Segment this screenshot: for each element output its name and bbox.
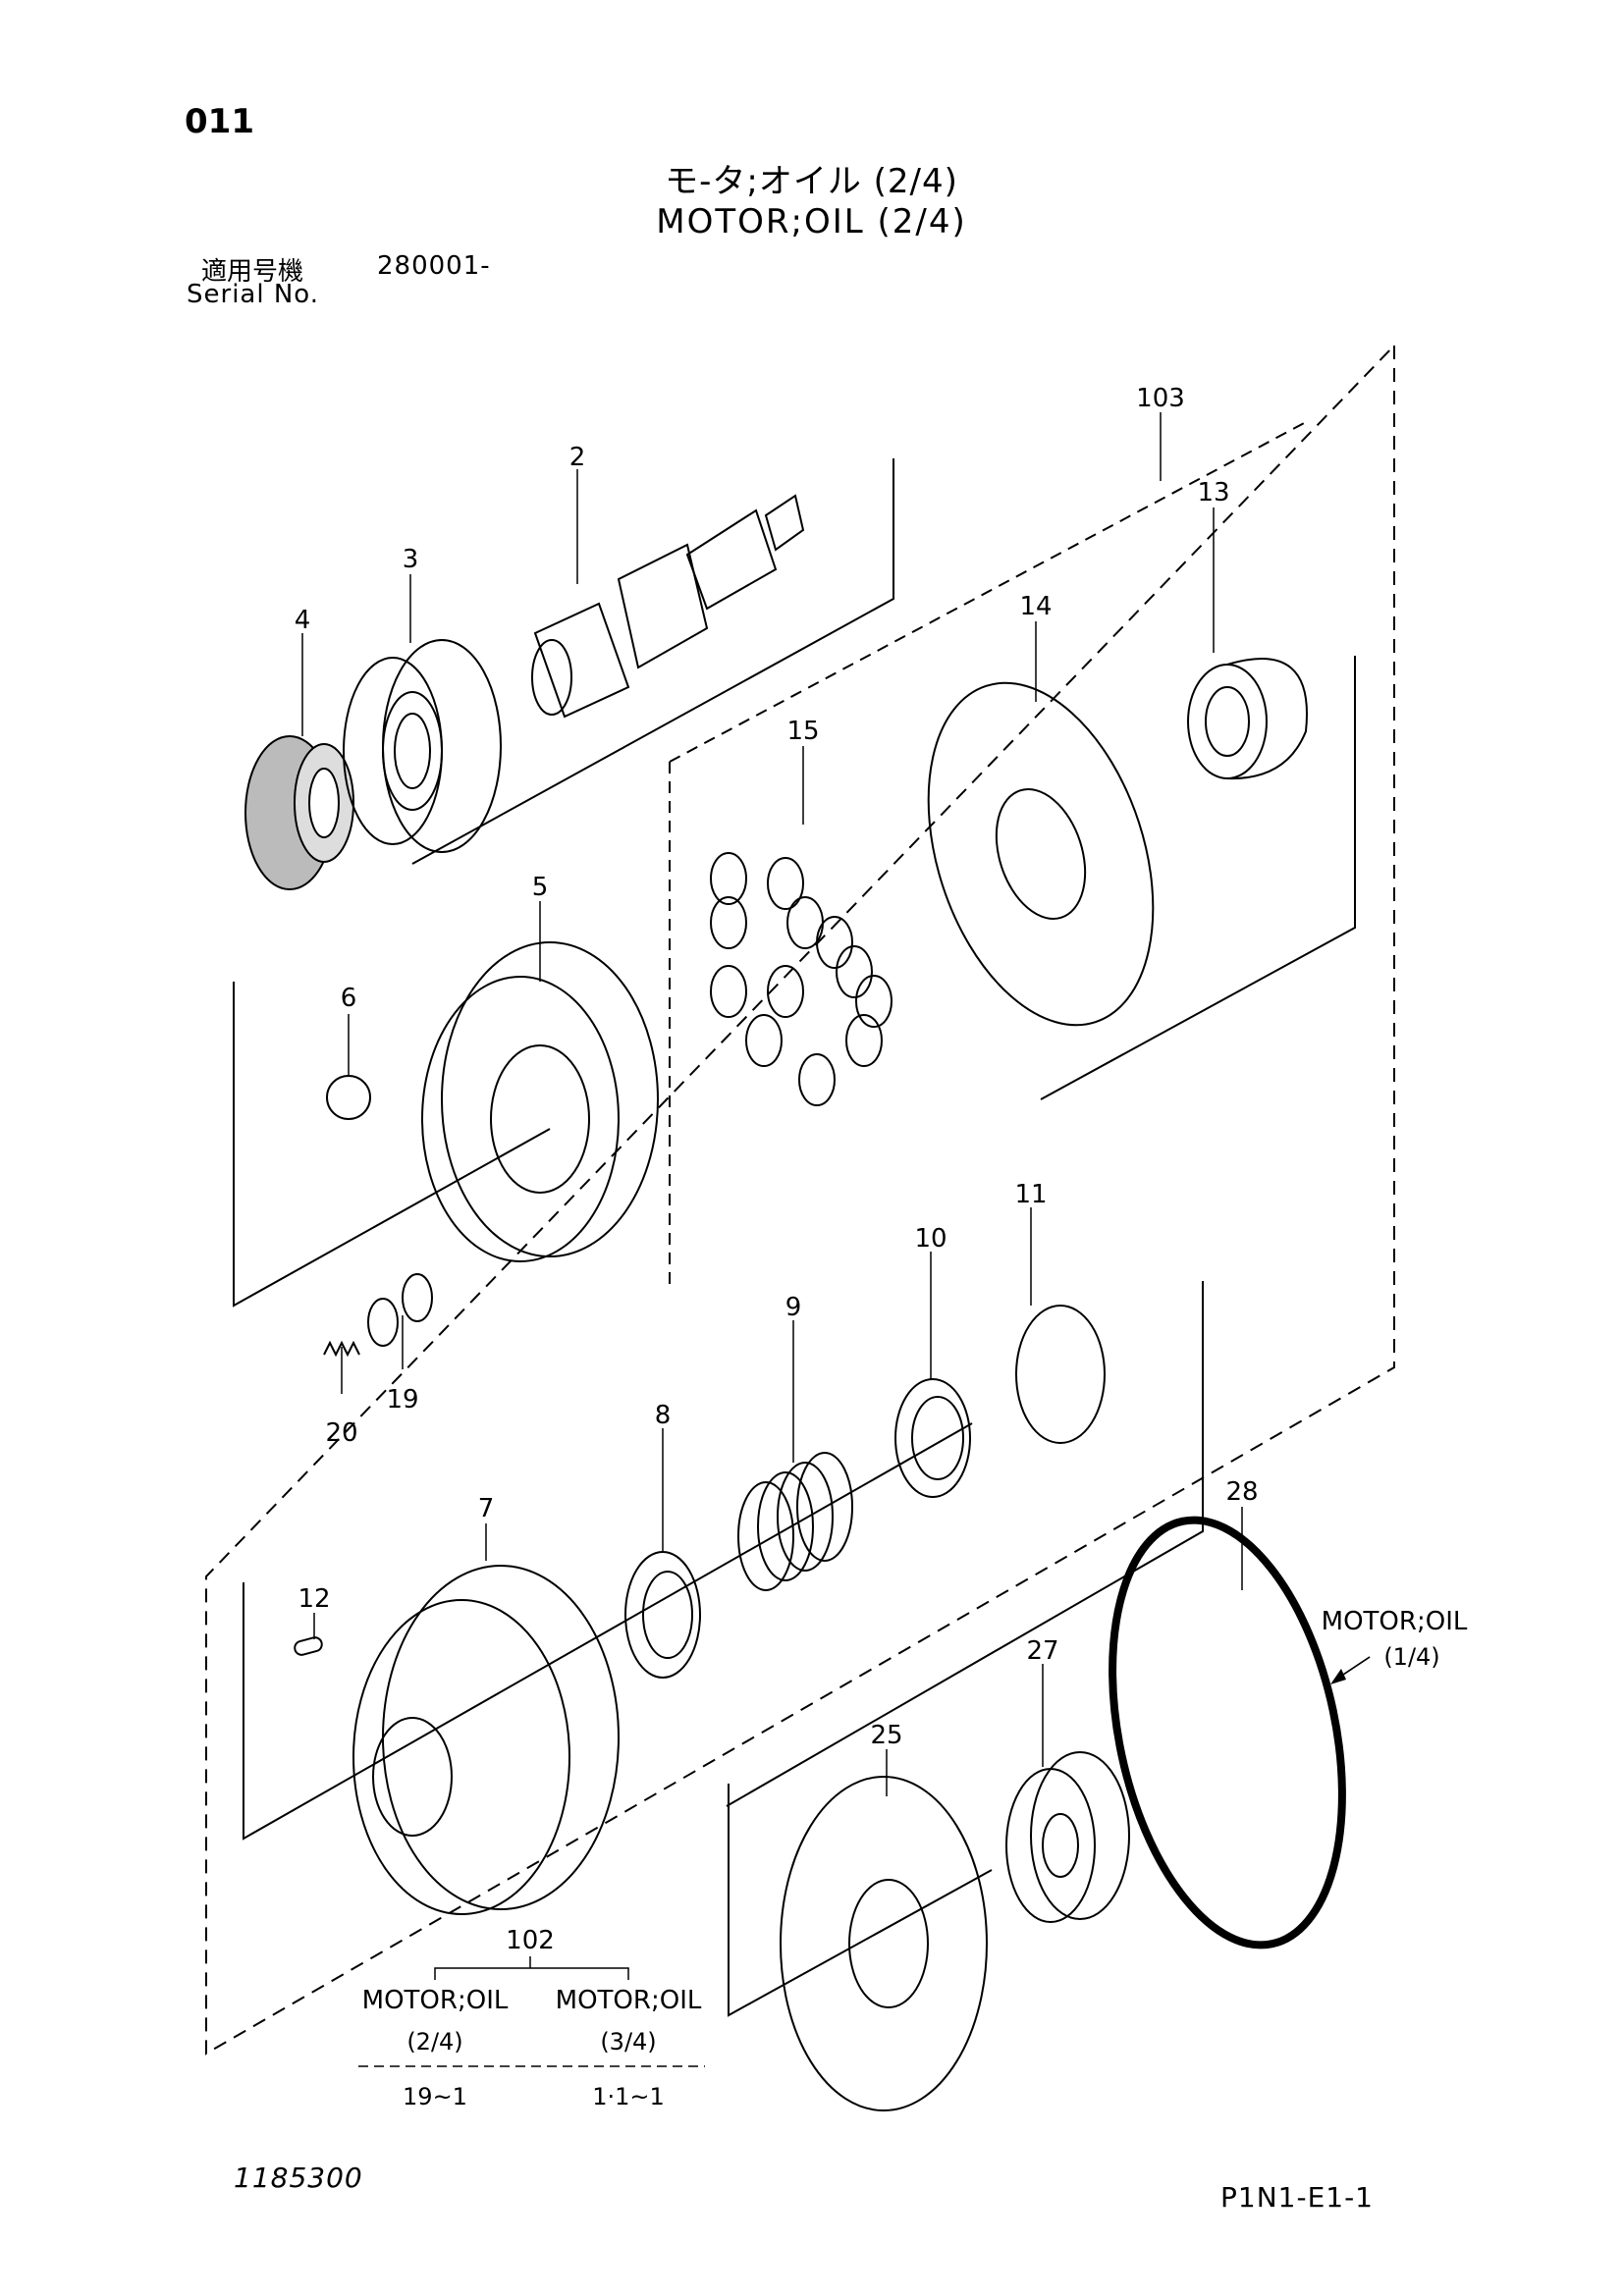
callout-9: 9 [785,1293,802,1322]
part-3-bearing [343,639,502,853]
part-4-oil-seal [244,735,354,890]
title-japanese: モ-タ;オイル (2/4) [665,162,958,201]
serial-label-english: Serial No. [187,280,319,309]
callout-7: 7 [478,1494,495,1523]
part-2-shaft [531,494,805,719]
piston-group-bracket [1040,656,1356,1100]
callout-28: 28 [1225,1477,1258,1507]
part-14-retainer-plate [927,681,1155,1027]
block-group-bracket [243,1422,973,1841]
callout-19: 19 [386,1385,418,1415]
table-col-2-range: 1·1~1 [592,2083,665,2110]
callout-15: 15 [786,717,819,746]
callout-8: 8 [655,1401,672,1430]
callout-13: 13 [1197,478,1229,507]
part-10-ring [894,1378,971,1498]
table-col-1-label: MOTOR;OIL [362,1986,509,2015]
leader-lines [301,412,1371,1796]
part-11-snap-ring [1015,1305,1106,1444]
callout-4: 4 [295,606,311,635]
group-102-table: MOTOR;OIL (2/4) 19~1 MOTOR;OIL (3/4) 1·1… [358,1956,705,2110]
title-english: MOTOR;OIL (2/4) [656,202,967,241]
valve-group-bracket [728,1784,993,2017]
callout-12: 12 [298,1584,330,1614]
page-code: P1N1-E1-1 [1220,2181,1374,2214]
serial-value: 280001- [377,251,491,281]
part-19-sleeve [367,1273,433,1347]
callout-102: 102 [506,1926,555,1955]
reference-page: (1/4) [1383,1643,1439,1671]
part-9-spring [737,1452,853,1591]
table-col-2-page: (3/4) [600,2028,656,2056]
part-5-housing [421,941,659,1262]
table-col-1-range: 19~1 [403,2083,467,2110]
part-7-cylinder-block [352,1565,620,1915]
reference-motor-oil-1-4: MOTOR;OIL (1/4) [1322,1607,1468,1684]
part-28-o-ring [1109,1516,1346,1949]
page-number: 011 [185,102,254,141]
callout-6: 6 [341,984,357,1013]
callout-10: 10 [914,1224,947,1254]
reference-label: MOTOR;OIL [1322,1607,1468,1636]
callout-103: 103 [1136,384,1185,413]
part-8-ring [624,1551,701,1679]
callout-2: 2 [569,443,586,472]
callout-25: 25 [870,1721,902,1750]
document-number: 1185300 [234,2162,363,2194]
callout-14: 14 [1019,592,1052,621]
part-25-valve-plate [780,1776,988,2111]
spring-group-bracket [726,1281,1204,1807]
housing-group-bracket [233,982,551,1308]
shaft-group-bracket [411,458,894,865]
part-12-pin [294,1636,323,1656]
part-15-pistons [710,852,893,1106]
callout-5: 5 [532,873,549,902]
part-13-bush [1187,658,1308,780]
group-103-outline [205,343,1395,2056]
callout-3: 3 [403,545,419,574]
serial-label-japanese: 適用号機 [201,257,304,287]
table-col-2-label: MOTOR;OIL [556,1986,702,2015]
table-col-1-page: (2/4) [406,2028,462,2056]
part-6-ball [326,1075,371,1120]
callout-11: 11 [1014,1180,1047,1209]
callout-27: 27 [1026,1636,1058,1666]
callout-20: 20 [325,1418,357,1448]
part-20-spring [323,1340,360,1358]
part-27-bearing [1005,1751,1130,1923]
